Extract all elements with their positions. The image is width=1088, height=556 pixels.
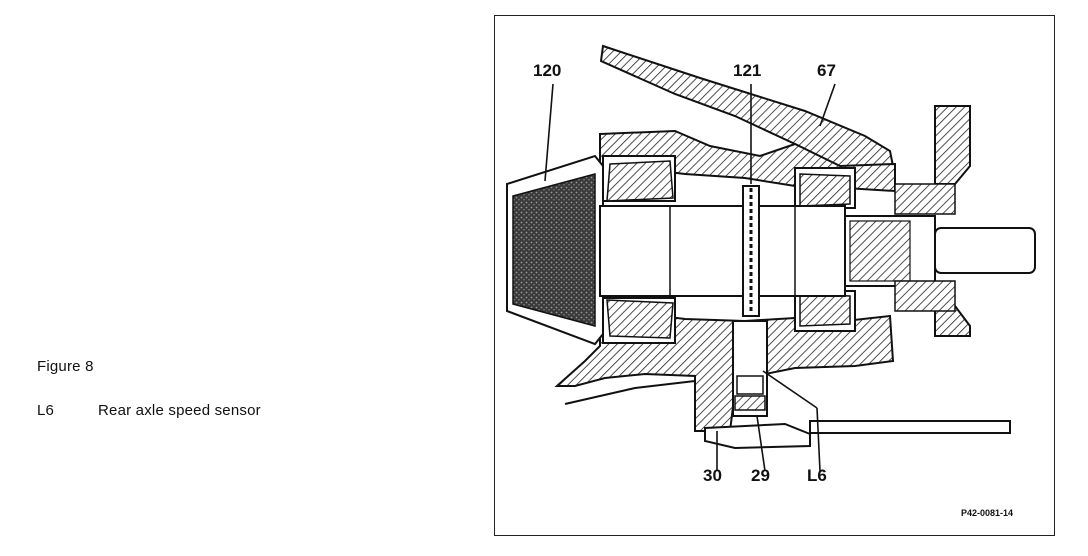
callout-67: 67 xyxy=(817,61,836,80)
cv-joint-120 xyxy=(506,154,604,346)
lower-arm-contour xyxy=(564,380,696,405)
figure-frame: 120 121 67 30 29 L6 P42-0081-14 xyxy=(494,15,1055,536)
callout-L6: L6 xyxy=(807,466,827,485)
inner-bearing xyxy=(602,155,676,344)
speed-sensor-L6 xyxy=(704,320,1011,450)
legend-description: Rear axle speed sensor xyxy=(98,402,261,419)
callout-30: 30 xyxy=(703,466,722,485)
axle-shaft xyxy=(599,205,1036,297)
drive-flange xyxy=(894,105,971,337)
legend-code: L6 xyxy=(37,402,55,419)
impulse-ring-121 xyxy=(742,185,760,317)
callout-leaders xyxy=(544,83,836,472)
rear-axle-cross-section-drawing: 120 121 67 30 29 L6 P42-0081-14 xyxy=(506,44,1036,518)
callout-120: 120 xyxy=(533,61,561,80)
figure-caption-title: Figure 8 xyxy=(37,358,94,375)
callout-121: 121 xyxy=(733,61,761,80)
callout-29: 29 xyxy=(751,466,770,485)
outer-bearing xyxy=(794,167,856,332)
figure-reference-code: P42-0081-14 xyxy=(961,508,1013,518)
